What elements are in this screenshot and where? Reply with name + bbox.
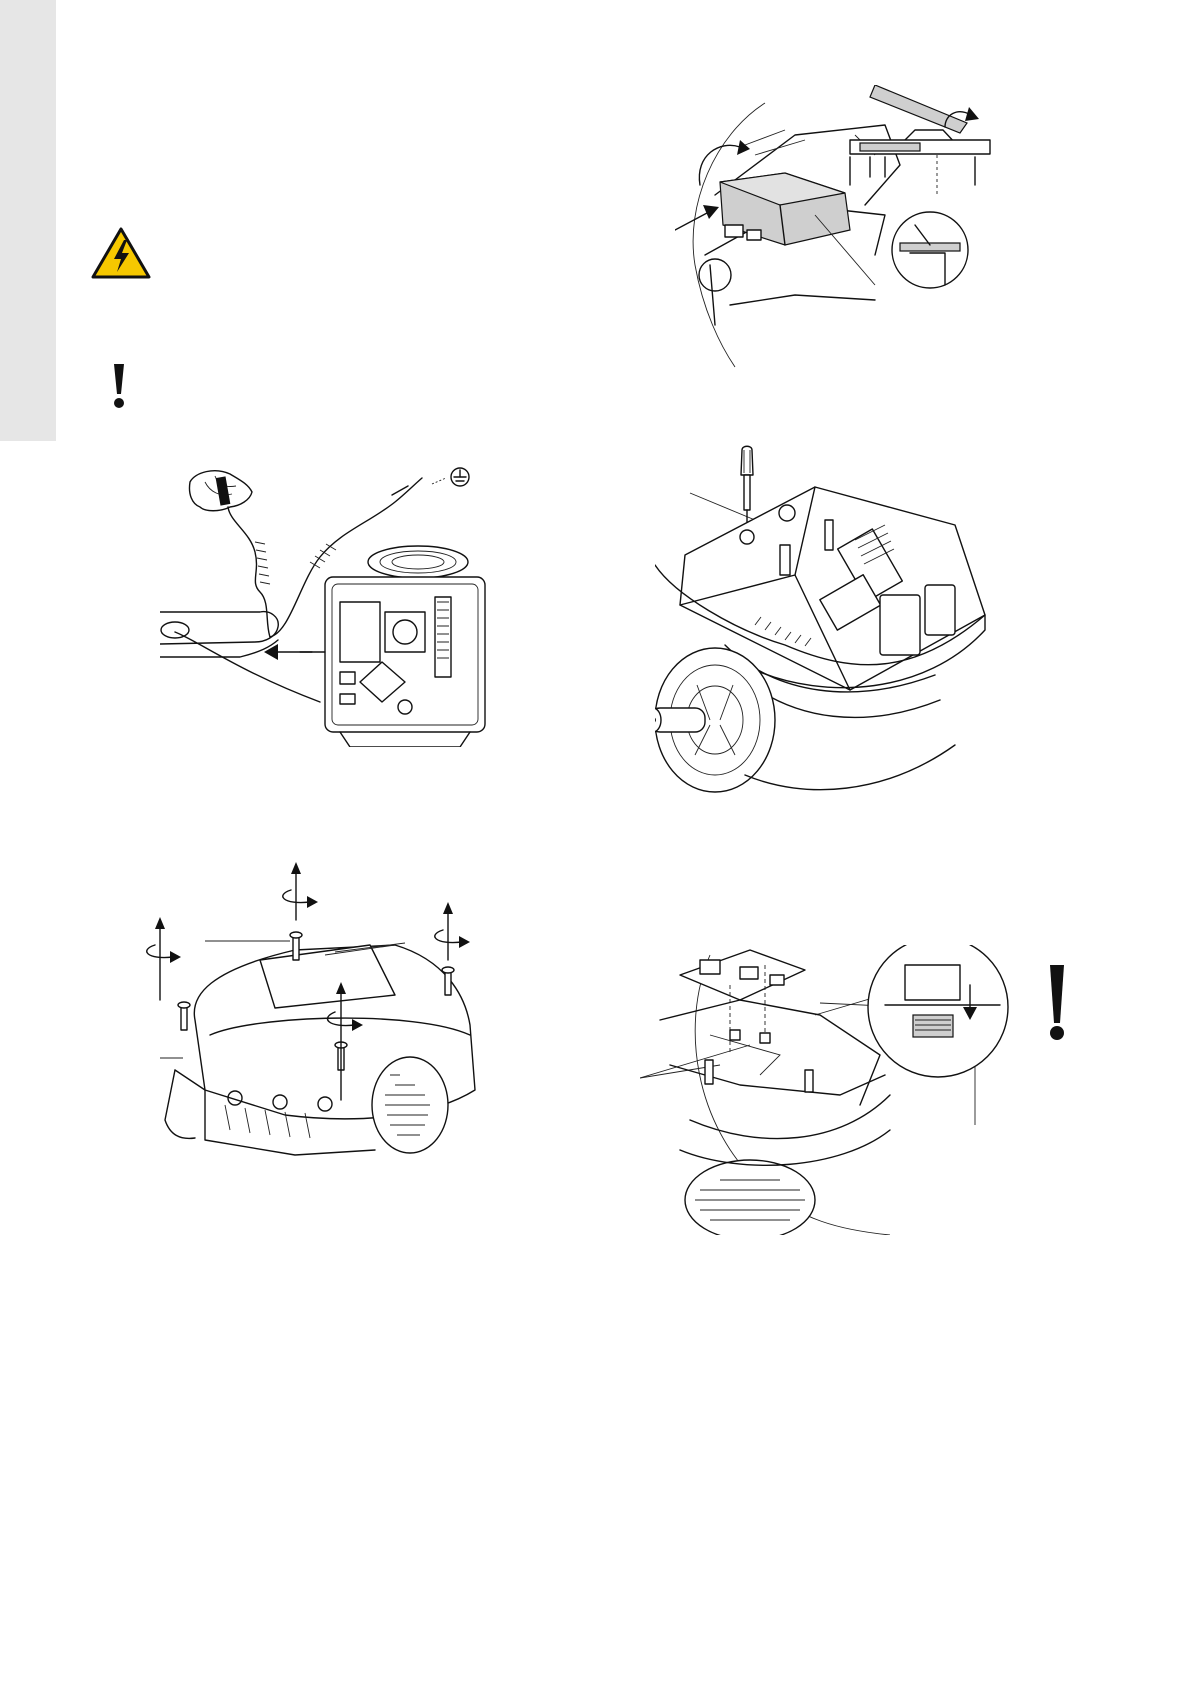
fig-esd-grounding: [160, 462, 490, 747]
fig-remove-control-cover: [675, 85, 1055, 370]
screw-left: [147, 917, 190, 1030]
electrical-hazard-warning-icon: [90, 226, 152, 280]
side-tab: [0, 0, 56, 441]
fig-remove-terminal-box-cover-screws: [135, 860, 515, 1160]
fig-insert-module-connector: [640, 945, 1080, 1235]
exclamation-caution-icon: [110, 362, 128, 410]
screw-top: [283, 862, 318, 960]
fig-screwdriver-cover-screw: [655, 445, 1055, 815]
